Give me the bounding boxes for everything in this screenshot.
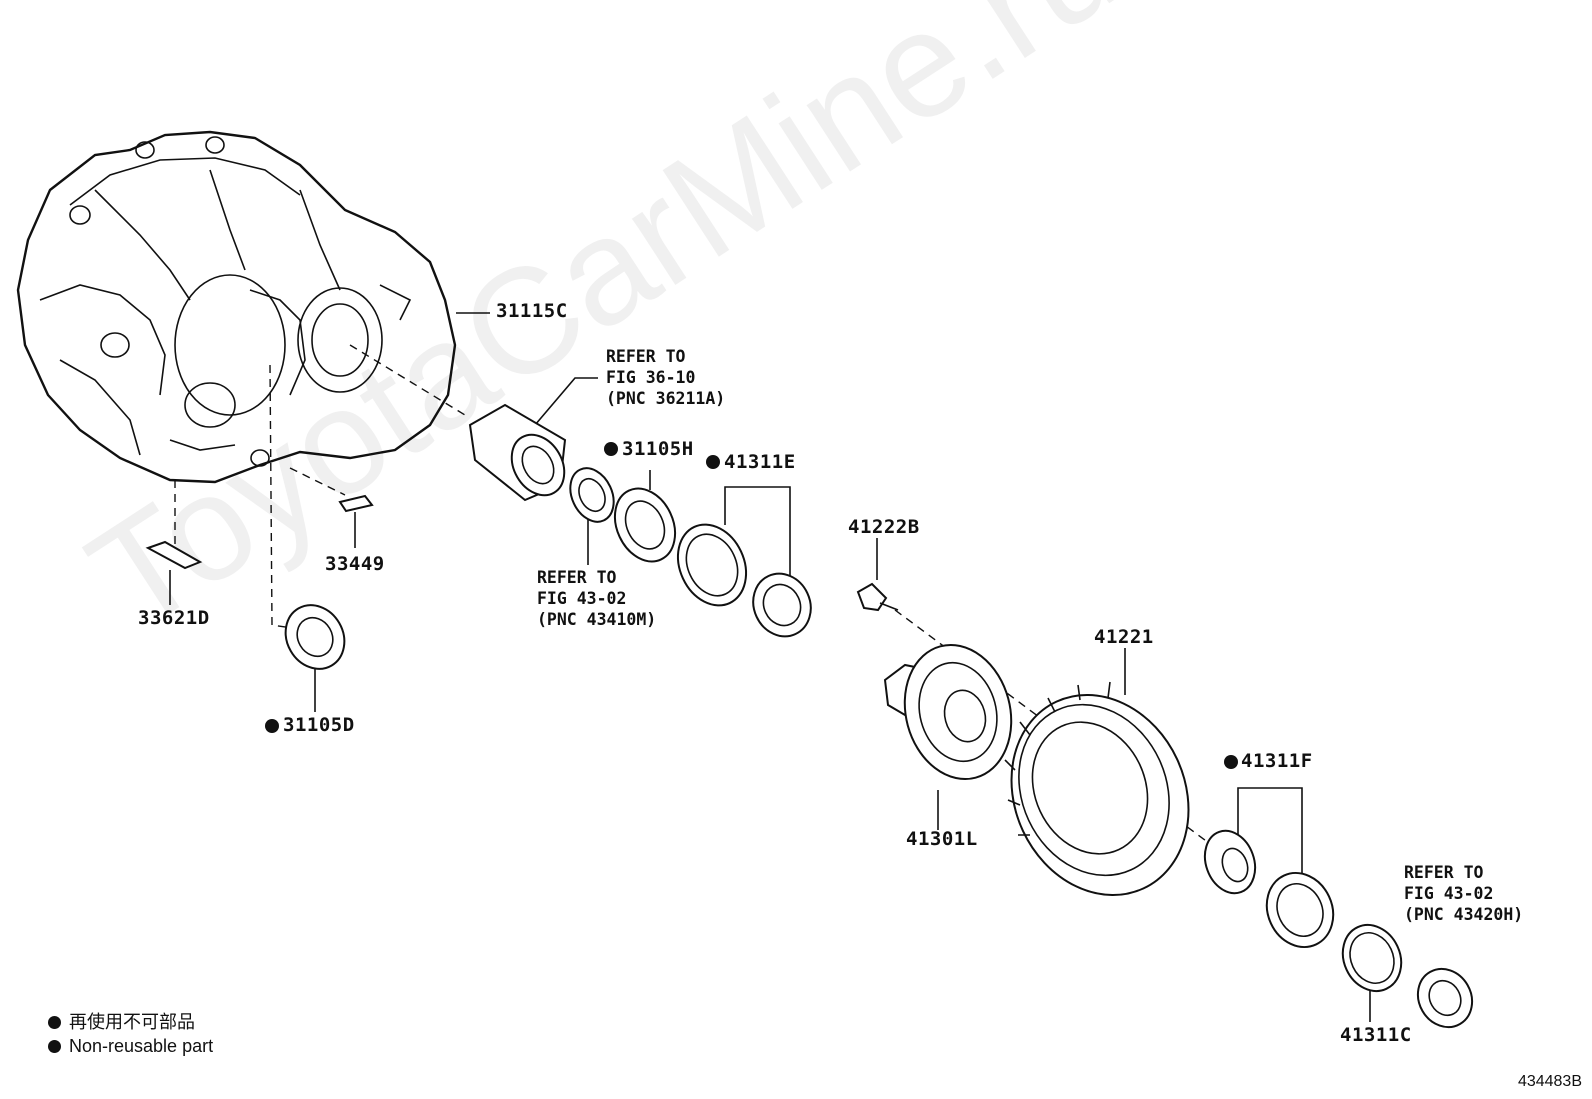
- label-31105d: 31105D: [283, 714, 355, 736]
- legend-row-en: Non-reusable part: [48, 1034, 213, 1058]
- bearing-31105d: [284, 604, 346, 670]
- figure-number: 434483B: [1517, 1073, 1582, 1090]
- refer-fig-36-10: REFER TO FIG 36-10 (PNC 36211A): [606, 347, 726, 408]
- non-reusable-dot: [265, 719, 279, 733]
- bearing-41311e: [676, 523, 812, 638]
- oil-seal-2: [1416, 967, 1474, 1029]
- oil-seal: [569, 467, 615, 523]
- label-41222b: 41222B: [848, 516, 920, 538]
- label-41221: 41221: [1094, 626, 1154, 648]
- label-41301l: 41301L: [906, 828, 978, 850]
- non-reusable-dot: [706, 455, 720, 469]
- label-31115c: 31115C: [496, 300, 568, 322]
- dot-icon: [48, 1016, 61, 1029]
- refer-fig-43-02-b: REFER TO FIG 43-02 (PNC 43420H): [1404, 863, 1524, 924]
- legend-text-jp: 再使用不可部品: [69, 1012, 195, 1032]
- label-41311c: 41311C: [1340, 1024, 1412, 1046]
- legend: 再使用不可部品 Non-reusable part: [48, 1010, 213, 1058]
- label-33449: 33449: [325, 553, 385, 575]
- legend-row-jp: 再使用不可部品: [48, 1010, 213, 1034]
- bearing-31105h: [613, 487, 677, 563]
- label-33621d: 33621D: [138, 607, 210, 629]
- refer-fig-43-02-a: REFER TO FIG 43-02 (PNC 43410M): [537, 568, 657, 629]
- legend-text-en: Non-reusable part: [69, 1036, 214, 1056]
- bearing-41311f: [1203, 829, 1335, 948]
- label-41311e: 41311E: [724, 451, 796, 473]
- shim-41311c: [1341, 923, 1403, 993]
- bolt-41222b: [856, 582, 899, 612]
- label-31105h: 31105H: [622, 438, 694, 460]
- extension-sleeve: [468, 403, 567, 502]
- plate-33621d: [145, 540, 203, 570]
- transaxle-housing: [16, 130, 457, 484]
- dot-icon: [48, 1040, 61, 1053]
- non-reusable-dot: [1224, 755, 1238, 769]
- ring-gear: [1004, 681, 1190, 897]
- differential-case: [883, 643, 1013, 781]
- non-reusable-dot: [604, 442, 618, 456]
- plate-33449: [338, 494, 374, 513]
- label-41311f: 41311F: [1241, 750, 1313, 772]
